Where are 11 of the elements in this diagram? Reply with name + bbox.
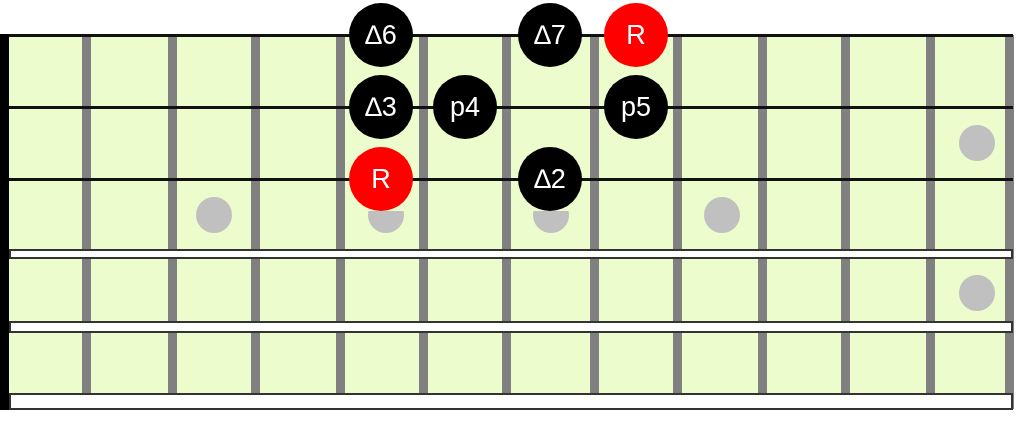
interval-label: p4	[449, 93, 480, 121]
interval-label: ∆6	[365, 21, 397, 49]
interval-label: p5	[620, 93, 651, 121]
string	[9, 393, 1013, 410]
string	[9, 321, 1013, 333]
interval-label: R	[626, 21, 646, 49]
interval-label: ∆3	[365, 93, 397, 121]
interval-label: R	[371, 165, 391, 193]
interval-label: ∆7	[534, 21, 566, 49]
interval-label: ∆2	[534, 165, 566, 193]
string	[9, 249, 1013, 259]
